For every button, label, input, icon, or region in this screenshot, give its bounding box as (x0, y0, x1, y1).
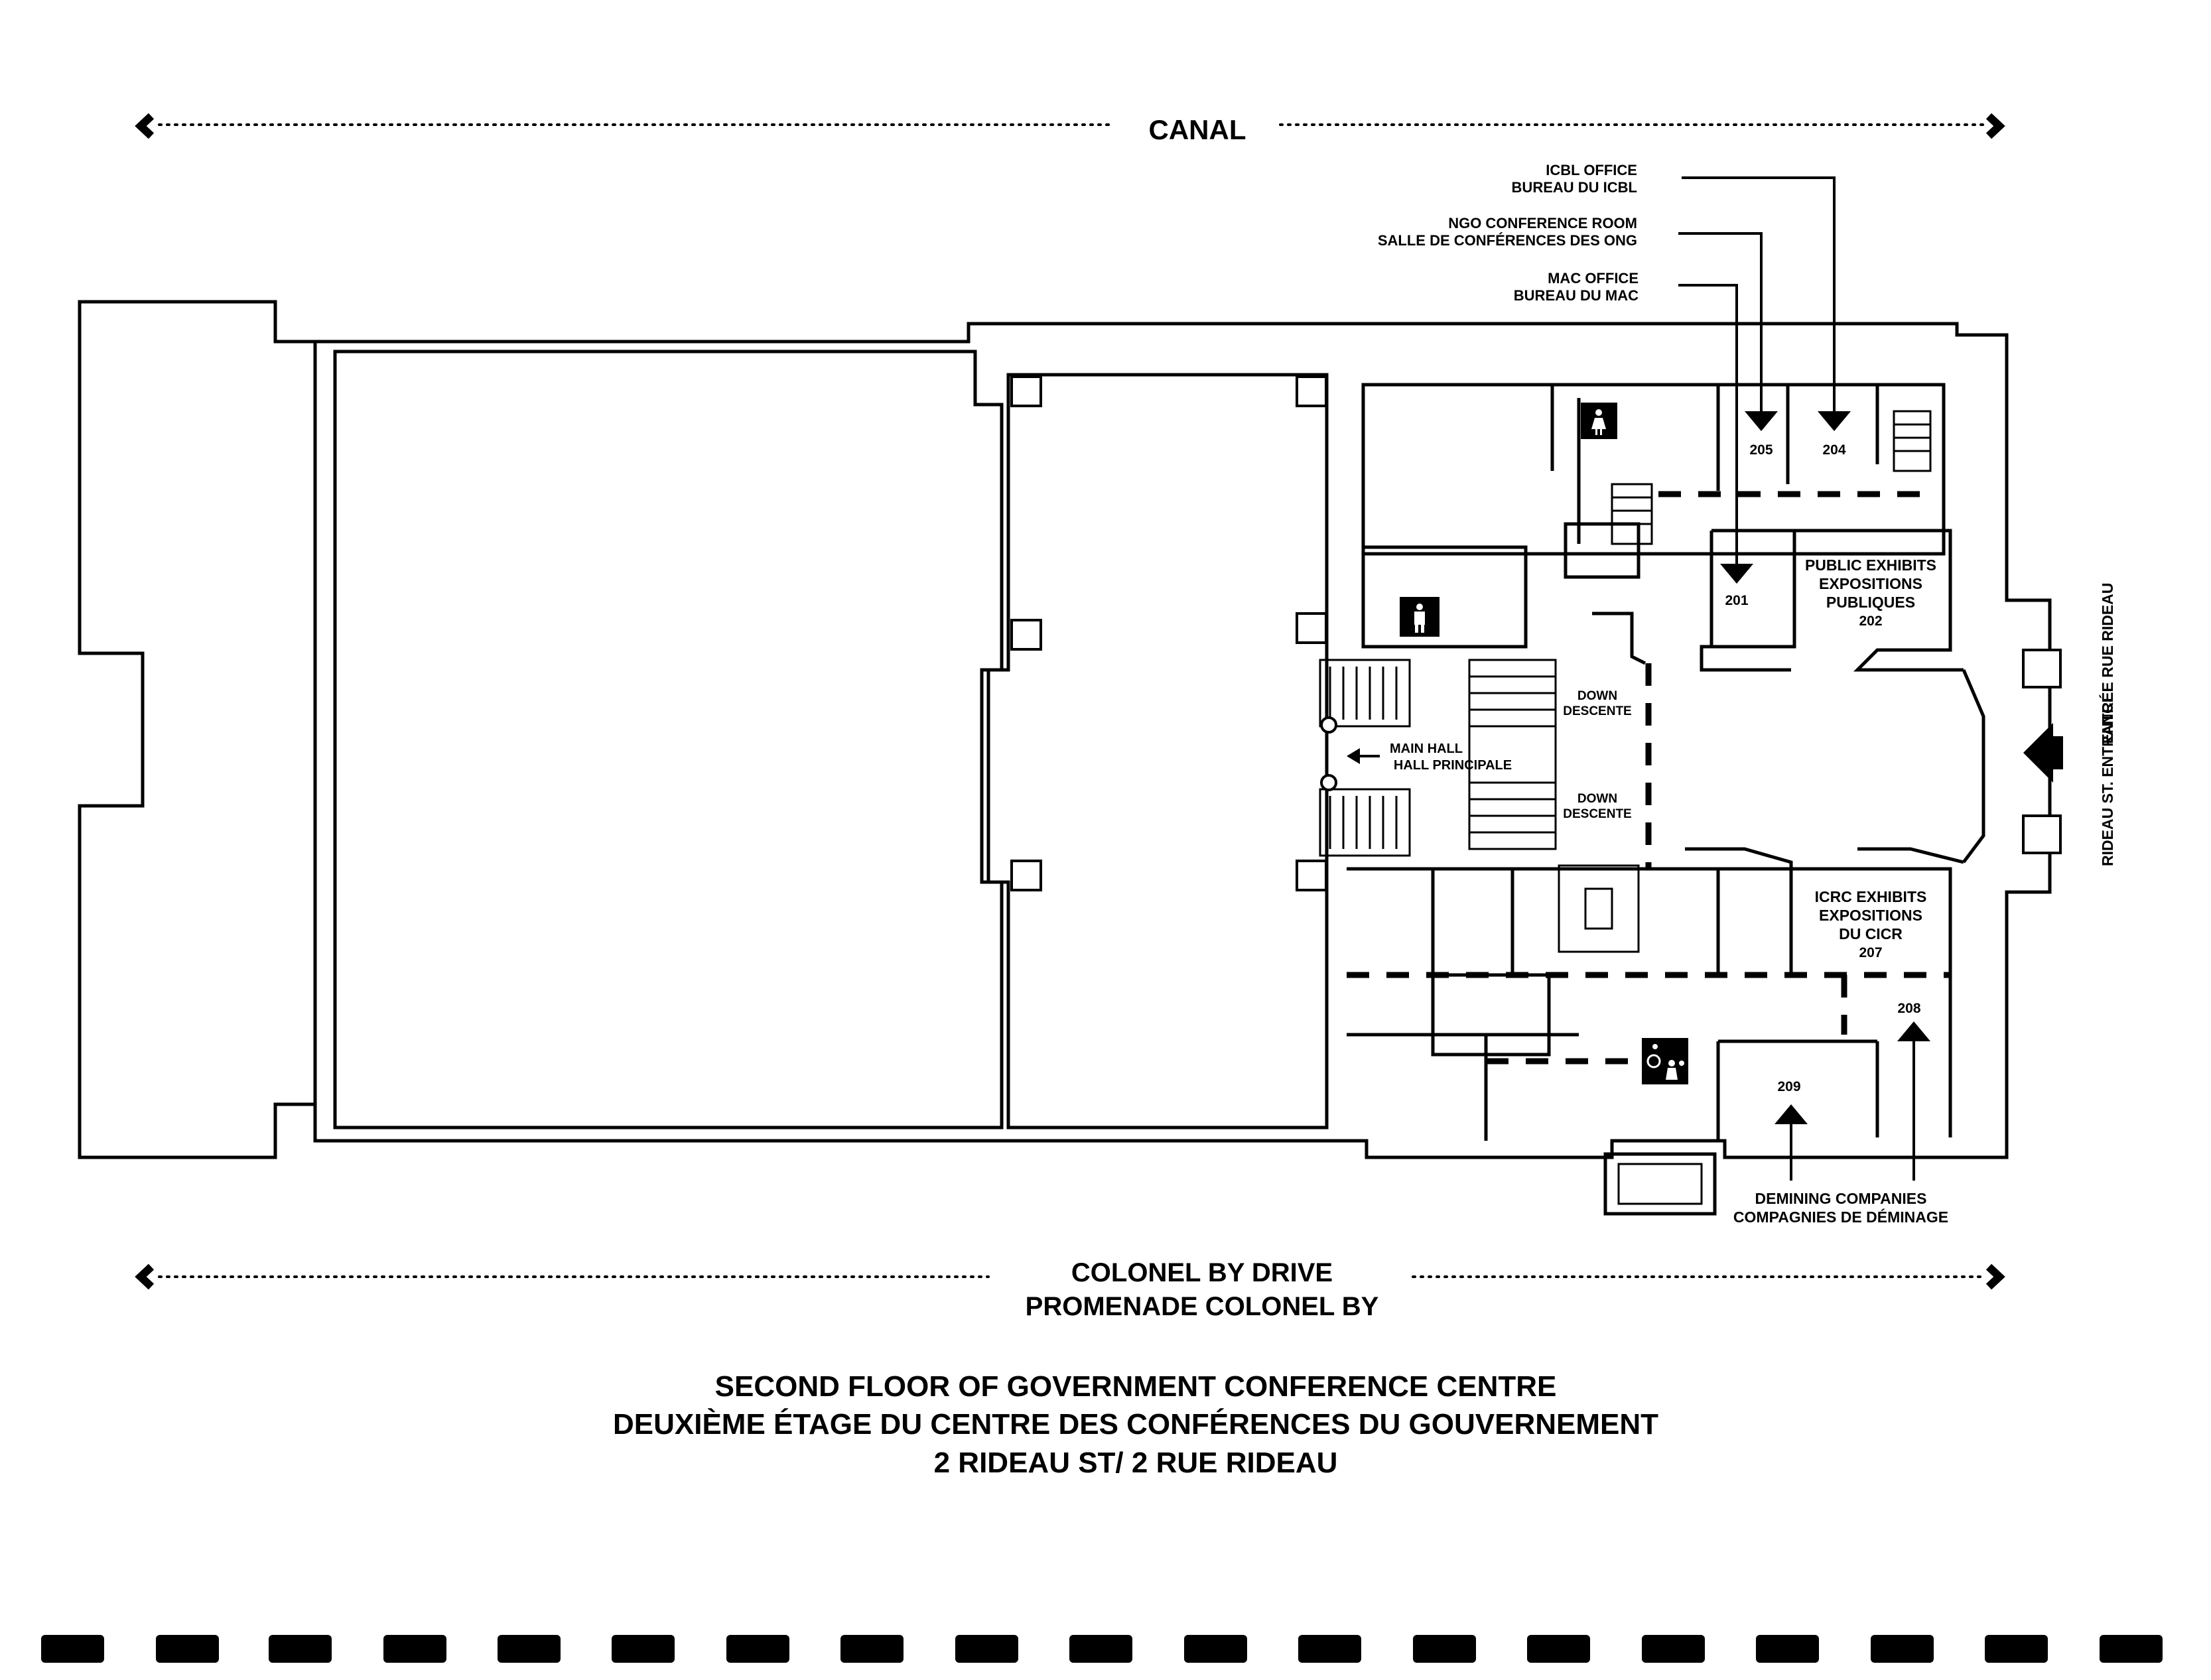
men-restroom-icon (1400, 597, 1440, 637)
room-201-outline (1700, 529, 1796, 672)
wall (1361, 545, 1528, 649)
icrc-exhibits-fr-2: DU CICR (1839, 925, 1903, 942)
room-205-label: 205 (1749, 442, 1773, 458)
colonel-by-marker: COLONEL BY DRIVE PROMENADE COLONEL BY (135, 1258, 2005, 1321)
demining-leader-209 (1775, 1104, 1808, 1181)
plan-title-en: SECOND FLOOR OF GOVERNMENT CONFERENCE CE… (715, 1370, 1557, 1403)
arrow-icon (1897, 1021, 1930, 1041)
street-label-fr: PROMENADE COLONEL BY (1026, 1292, 1379, 1321)
building-outline (313, 322, 2052, 1159)
entrance-label-fr: ENTRÉE RUE RIDEAU (2098, 583, 2116, 744)
plan-address: 2 RIDEAU ST/ 2 RUE RIDEAU (934, 1447, 1338, 1479)
elevator (1584, 887, 1613, 930)
room-207-label: 207 (1859, 945, 1882, 960)
accessible-restroom-icon (1642, 1038, 1688, 1084)
public-exhibits-fr-2: PUBLIQUES (1826, 594, 1915, 611)
stair-block (1319, 788, 1411, 857)
entrance-label-en: RIDEAU ST. ENTRANCE (2099, 692, 2116, 866)
arrow-icon (1720, 564, 1753, 584)
large-hall-outline (333, 350, 1004, 1130)
icbl-label-en: ICBL OFFICE (1546, 162, 1637, 178)
mac-leader (1678, 284, 1753, 584)
stair-block (1319, 659, 1411, 728)
main-hall-stairs (1319, 659, 1557, 857)
descente-upper-label: DESCENTE (1563, 704, 1631, 718)
hall-b-outline (986, 373, 1329, 1130)
room-202-label: 202 (1859, 614, 1882, 629)
icrc-exhibits-fr-1: EXPOSITIONS (1819, 907, 1922, 924)
icbl-label-fr: BUREAU DU ICBL (1512, 179, 1637, 196)
wall (1857, 847, 1964, 864)
main-hall-fr-label: HALL PRINCIPALE (1394, 758, 1512, 773)
column (1296, 860, 1327, 891)
left-chevron-icon (135, 1263, 155, 1290)
ngo-label-fr: SALLE DE CONFÉRENCES DES ONG (1378, 232, 1637, 249)
wall (1431, 973, 1551, 1057)
wall (1962, 669, 1985, 864)
room-201-label: 201 (1725, 593, 1748, 608)
descente-lower-label: DESCENTE (1563, 807, 1631, 821)
demining-label-en: DEMINING COMPANIES (1755, 1190, 1927, 1207)
stair-treads (1329, 667, 1556, 849)
column (1320, 774, 1337, 791)
arrow-icon (1347, 748, 1360, 764)
room-202-outline (1791, 529, 1964, 672)
arrow-icon (1775, 1104, 1808, 1124)
down-lower-label: DOWN (1577, 792, 1617, 806)
entrance-arrow-icon (2023, 723, 2063, 783)
column (1010, 860, 1042, 891)
wall (1564, 522, 1641, 579)
exterior-stair (1603, 1152, 1717, 1216)
main-hall-label: MAIN HALL (1390, 742, 1463, 756)
left-chevron-icon (135, 113, 155, 139)
exterior-stair-inner (1617, 1163, 1703, 1205)
room-208-label: 208 (1897, 1001, 1920, 1016)
icrc-exhibits-label: ICRC EXHIBITS (1815, 888, 1927, 905)
left-annex-outline (78, 300, 317, 1159)
canal-label: CANAL (1149, 114, 1246, 145)
canal-marker: CANAL (135, 113, 2005, 145)
column (2022, 814, 2062, 854)
demining-label-fr: COMPAGNIES DE DÉMINAGE (1733, 1208, 1948, 1226)
ngo-label-en: NGO CONFERENCE ROOM (1448, 215, 1637, 231)
stair-block (1468, 659, 1557, 850)
column (1320, 716, 1337, 734)
public-exhibits-fr-1: EXPOSITIONS (1819, 575, 1922, 592)
central-hall-walls (1592, 612, 1985, 975)
main-hall-arrow (1347, 748, 1380, 764)
stairs-center (1611, 483, 1653, 545)
icbl-leader (1682, 176, 1851, 431)
mac-label-en: MAC OFFICE (1548, 270, 1639, 287)
stairs-upper-right (1893, 410, 1932, 472)
plan-title-fr: DEUXIÈME ÉTAGE DU CENTRE DES CONFÉRENCES… (613, 1407, 1658, 1441)
column (1010, 375, 1042, 407)
upper-wing-outline (1361, 383, 1946, 556)
demining-leader-208 (1897, 1021, 1930, 1181)
column (1296, 375, 1327, 407)
room-204-label: 204 (1822, 442, 1845, 458)
lower-wing (1347, 862, 1952, 1216)
columns (1010, 375, 2062, 891)
right-chevron-icon (1985, 1263, 2005, 1290)
lower-wing-outline (1347, 867, 1952, 1137)
street-label-en: COLONEL BY DRIVE (1071, 1258, 1333, 1287)
arrow-icon (1818, 411, 1851, 431)
down-upper-label: DOWN (1577, 689, 1617, 703)
arrow-icon (1745, 411, 1778, 431)
public-exhibits-label: PUBLIC EXHIBITS (1805, 556, 1936, 574)
room-209-label: 209 (1777, 1079, 1800, 1094)
right-chevron-icon (1985, 113, 2005, 139)
mac-label-fr: BUREAU DU MAC (1514, 287, 1639, 304)
upper-wing (1361, 383, 1946, 1057)
column (1010, 619, 1042, 651)
column (1296, 612, 1327, 644)
bottom-border-dashes (41, 1635, 2163, 1663)
women-restroom-icon (1581, 403, 1617, 439)
ngo-leader (1678, 232, 1778, 431)
elevator-block (1558, 864, 1640, 953)
column (2022, 649, 2062, 688)
wall (1592, 612, 1646, 665)
